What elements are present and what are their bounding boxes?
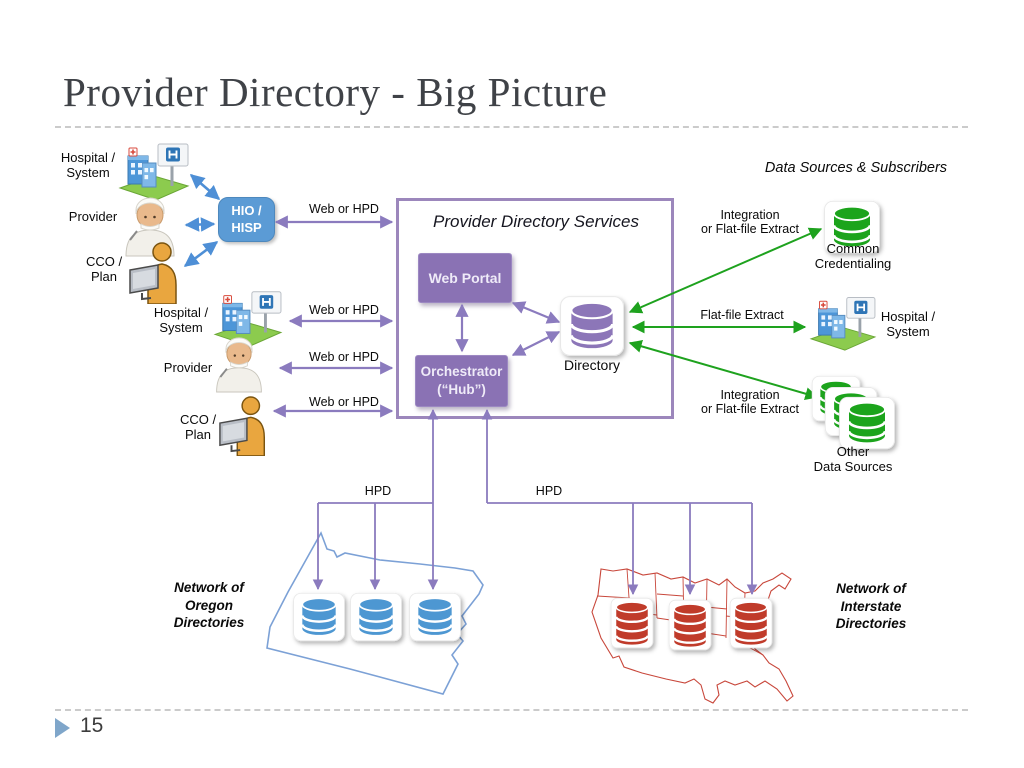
doctor-icon — [125, 197, 175, 257]
hospital-building-icon — [118, 142, 190, 202]
integration-extract-label: Integration or Flat-file Extract — [701, 208, 799, 237]
hpd-label: HPD — [364, 484, 392, 498]
oregon-network-caption: Network of Oregon Directories — [173, 580, 245, 631]
interstate-directory-database-icons — [609, 597, 774, 651]
interstate-network-caption: Network of Interstate Directories — [835, 581, 907, 632]
flat-file-extract-label: Flat-file Extract — [700, 308, 784, 322]
cco-plan-label: CCO / Plan — [85, 254, 123, 284]
web-or-hpd-label: Web or HPD — [309, 202, 379, 216]
integration-extract-label: Integration or Flat-file Extract — [701, 388, 799, 417]
hospital-system-label: Hospital / System — [60, 150, 116, 180]
hospital-building-icon — [213, 290, 283, 348]
common-credentialing-label: Common Credentialing — [814, 241, 892, 271]
hospital-system-label: Hospital / System — [880, 309, 936, 339]
other-data-sources-label: Other Data Sources — [813, 444, 893, 474]
cco-plan-label: CCO / Plan — [179, 412, 217, 442]
page-number: 15 — [80, 714, 104, 737]
provider-label: Provider — [163, 360, 213, 375]
web-or-hpd-label: Web or HPD — [309, 395, 379, 409]
page-title: Provider Directory - Big Picture — [63, 69, 608, 115]
hpd-tree — [312, 408, 758, 596]
hio-hisp-node: HIO / HISP — [218, 197, 275, 242]
web-or-hpd-label: Web or HPD — [309, 350, 379, 364]
hpd-label: HPD — [535, 484, 563, 498]
directory-label: Directory — [563, 357, 620, 373]
us-map — [591, 568, 794, 704]
provider-label: Provider — [68, 209, 118, 224]
web-portal-node: Web Portal — [418, 253, 512, 303]
orchestrator-hub-node: Orchestrator (“Hub”) — [415, 355, 508, 407]
other-data-sources-database-icon — [811, 375, 896, 450]
hospital-system-label: Hospital / System — [153, 305, 209, 335]
oregon-map — [266, 531, 484, 695]
web-or-hpd-label: Web or HPD — [309, 303, 379, 317]
center-box-title: Provider Directory Services — [433, 212, 639, 231]
divider-top — [55, 126, 968, 128]
divider-bottom — [55, 709, 968, 711]
right-triangle-icon — [55, 718, 70, 738]
oregon-directory-database-icons — [292, 592, 462, 642]
data-sources-subscribers-title: Data Sources & Subscribers — [764, 160, 948, 176]
hio-spoke-arrows — [183, 174, 221, 268]
